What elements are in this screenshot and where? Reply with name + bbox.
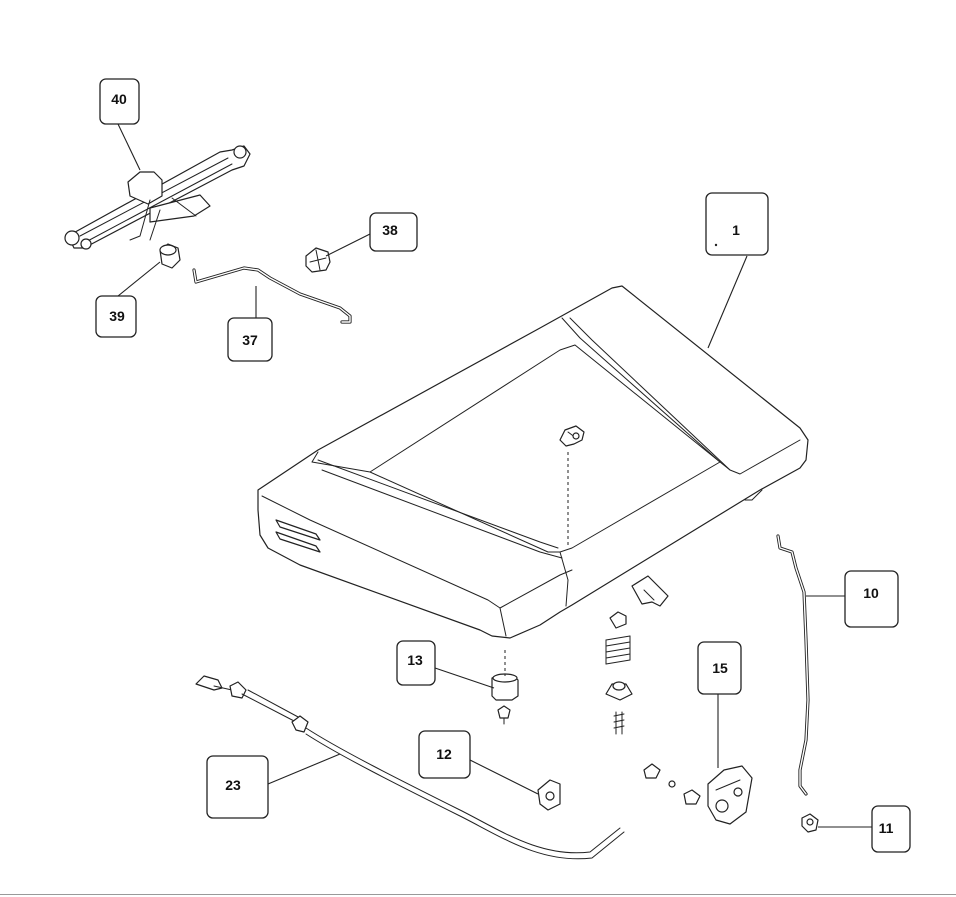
callout-40: 40 [99, 78, 140, 125]
hood-part [257, 285, 809, 639]
scissor-jack-part [64, 145, 251, 250]
cable-clamp-part [537, 779, 561, 811]
callout-23: 23 [206, 755, 269, 819]
release-cable-part [195, 675, 625, 860]
svg-text:13: 13 [407, 652, 423, 668]
svg-text:15: 15 [712, 660, 728, 676]
nut-part [801, 813, 819, 833]
clip-part [305, 247, 331, 273]
callout-10: 10 [844, 570, 899, 628]
svg-text:12: 12 [436, 746, 452, 762]
callout-39: 39 [95, 295, 137, 338]
callout-13: 13 [396, 640, 436, 686]
svg-text:10: 10 [863, 585, 879, 601]
svg-text:37: 37 [242, 332, 258, 348]
svg-text:38: 38 [382, 222, 398, 238]
callout-15: 15 [697, 641, 742, 695]
rubber-bush-part [159, 243, 181, 269]
bracket-part [631, 575, 669, 607]
support-rod-part [776, 534, 810, 796]
svg-text:1: 1 [732, 222, 740, 238]
bottom-border-line [0, 894, 956, 895]
callout-38: 38 [369, 212, 418, 252]
hood-lock-part [643, 763, 753, 825]
callout-37: 37 [227, 317, 273, 362]
leader-lines [117, 123, 872, 828]
callout-1: 1 [705, 192, 769, 256]
svg-text:40: 40 [111, 91, 127, 107]
svg-text:39: 39 [109, 308, 125, 324]
svg-text:11: 11 [879, 820, 894, 836]
spring-assembly-part [605, 611, 633, 735]
hood-stay-rod-part [192, 266, 352, 324]
callout-11: 11 [871, 805, 911, 853]
callout-12: 12 [418, 730, 471, 779]
svg-text:23: 23 [225, 777, 241, 793]
hood-bumper-part [491, 650, 519, 725]
